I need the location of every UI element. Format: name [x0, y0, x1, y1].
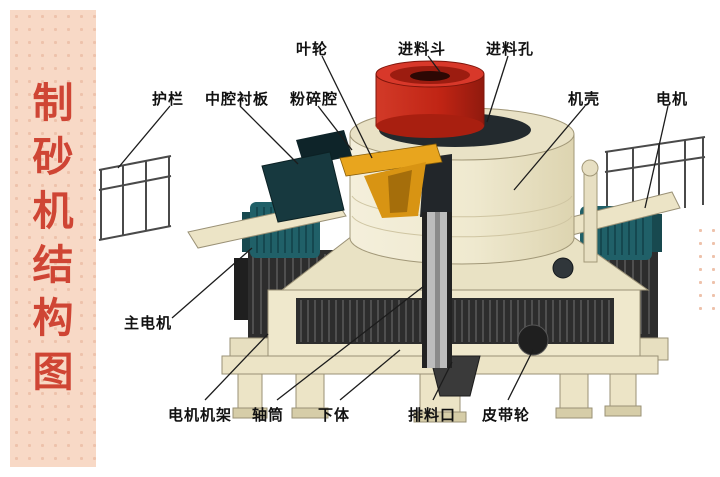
dot-pattern-right	[694, 224, 720, 310]
label-lower-body: 下体	[318, 407, 351, 424]
label-feed-hopper: 进料斗	[398, 41, 447, 58]
shaft-tube-shape	[422, 212, 452, 368]
label-discharge-port: 排料口	[408, 407, 457, 424]
label-main-motor: 主电机	[124, 315, 173, 332]
label-crushing-chamber: 粉碎腔	[290, 91, 339, 108]
crushing-internals	[261, 113, 531, 223]
title-char: 砂	[32, 133, 74, 180]
casing-details	[552, 159, 599, 279]
leader-lines	[117, 55, 669, 401]
label-motor: 电机	[656, 91, 689, 108]
label-belt-pulley: 皮带轮	[482, 407, 531, 424]
feed-hopper-shape	[375, 60, 485, 138]
label-impeller: 叶轮	[296, 41, 329, 58]
label-guardrail: 护栏	[152, 91, 185, 108]
belt-pulley-shape	[517, 324, 549, 356]
title-char: 图	[32, 349, 74, 396]
label-feed-inlet: 进料孔	[486, 41, 535, 58]
title-sidebar: 制 砂 机 结 构 图	[10, 10, 96, 467]
guardrail-left-shape	[98, 155, 172, 241]
label-casing: 机壳	[568, 91, 601, 108]
label-shaft-tube: 轴筒	[252, 407, 285, 424]
title-char: 结	[32, 241, 74, 288]
vertical-title: 制 砂 机 结 构 图	[32, 79, 74, 396]
title-char: 构	[32, 295, 74, 342]
label-motor-frame: 电机机架	[168, 407, 233, 424]
label-middle-cavity-liner: 中腔衬板	[205, 91, 270, 108]
title-char: 机	[32, 187, 74, 234]
title-char: 制	[32, 79, 74, 126]
